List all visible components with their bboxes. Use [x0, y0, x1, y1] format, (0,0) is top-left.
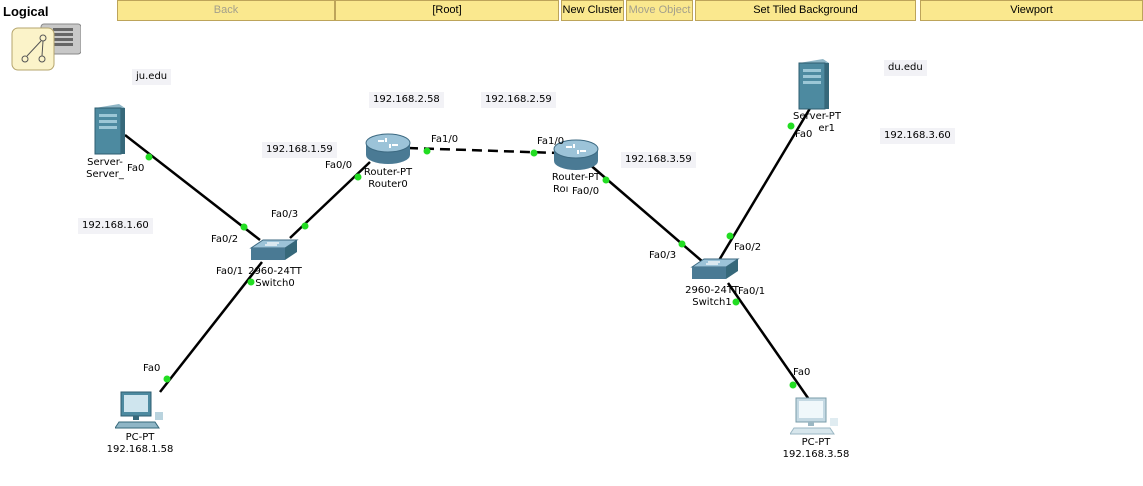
pc0-name: 192.168.1.58 [106, 444, 174, 455]
link-light-switch1-fa03 [678, 240, 686, 248]
router1-name: Roı [553, 184, 569, 195]
set-tiled-background-button[interactable]: Set Tiled Background [695, 0, 916, 21]
port-label-pc1-fa0: Fa0 [793, 367, 811, 378]
back-button[interactable]: Back [117, 0, 335, 21]
switch1-name: Switch1 [692, 297, 732, 308]
server1-label: Server-PT er1 [787, 111, 847, 135]
port-label-server1-fa0: Fa0 [795, 129, 813, 140]
link-light-pc1-fa0 [789, 381, 797, 389]
server0-name: Server_ [86, 169, 124, 180]
router0-name: Router0 [368, 179, 408, 190]
port-label-switch1-fa01: Fa0/1 [738, 286, 766, 297]
port-label-router0-fa10: Fa1/0 [431, 134, 459, 145]
logical-workspace-tab[interactable]: Logical [0, 0, 60, 22]
domain-label-left: ju.edu [132, 69, 172, 85]
server0-icon[interactable] [93, 102, 127, 156]
logical-navigation-icon[interactable] [11, 22, 81, 72]
router1-type: Router-PT [551, 172, 601, 183]
port-label-switch1-fa02: Fa0/2 [734, 242, 762, 253]
link-light-pc0-fa0 [163, 375, 171, 383]
ip-label-server1: 192.168.3.60 [880, 128, 955, 144]
link-light-router1-fa10 [530, 149, 538, 157]
pc0-label: PC-PT 192.168.1.58 [100, 432, 180, 456]
router1-icon[interactable] [552, 139, 600, 173]
ip-label-router0-fa00: 192.168.1.59 [262, 142, 337, 158]
pc0-type: PC-PT [125, 432, 155, 443]
port-label-switch1-fa03: Fa0/3 [649, 250, 677, 261]
router1-label: Router-PT Roı [543, 172, 609, 196]
server0-label: Server- Server_ [80, 157, 130, 181]
move-object-button[interactable]: Move Object [626, 0, 693, 21]
pc0-icon[interactable] [115, 390, 167, 430]
pc1-name: 192.168.3.58 [782, 449, 850, 460]
server1-name: er1 [818, 123, 835, 134]
port-label-server0-fa0: Fa0 [127, 163, 145, 174]
new-cluster-button[interactable]: New Cluster [561, 0, 624, 21]
workspace-toolbar: Logical Back [Root] New Cluster Move Obj… [0, 0, 1143, 22]
ip-label-router1-fa10: 192.168.2.59 [481, 92, 556, 108]
link-light-server1-fa0 [787, 122, 795, 130]
cable-switch1-server1[interactable] [716, 104, 814, 263]
ip-label-router0-fa10: 192.168.2.58 [369, 92, 444, 108]
ip-label-router1-fa00: 192.168.3.59 [621, 152, 696, 168]
link-light-switch0-fa01 [247, 278, 255, 286]
router0-type: Router-PT [363, 167, 413, 178]
link-light-router0-fa00 [354, 173, 362, 181]
switch0-icon[interactable] [249, 238, 299, 264]
router0-icon[interactable] [364, 133, 412, 167]
pc1-icon[interactable] [790, 396, 842, 436]
link-light-server0-fa0 [145, 153, 153, 161]
cable-switch1-pc1[interactable] [726, 282, 810, 399]
link-light-switch1-fa02 [726, 232, 734, 240]
switch1-label: 2960-24TT Switch1 [682, 285, 742, 309]
domain-label-right: du.edu [884, 60, 927, 76]
switch0-name: Switch0 [255, 278, 295, 289]
port-label-router1-fa00: Fa0/0 [572, 186, 600, 197]
switch0-label: 2960-24TT Switch0 [245, 266, 305, 290]
server0-type: Server- [87, 157, 123, 168]
server1-type: Server-PT [793, 111, 841, 122]
cable-switch0-pc0[interactable] [159, 261, 263, 393]
pc1-type: PC-PT [801, 437, 831, 448]
switch1-type: 2960-24TT [685, 285, 739, 296]
link-light-router1-fa00 [602, 176, 610, 184]
switch1-icon[interactable] [690, 257, 740, 283]
root-button[interactable]: [Root] [335, 0, 559, 21]
link-light-switch0-fa02 [240, 223, 248, 231]
port-label-switch0-fa02: Fa0/2 [211, 234, 239, 245]
cable-router0-router1[interactable] [407, 146, 559, 155]
server1-icon[interactable] [797, 57, 831, 111]
link-light-router0-fa10 [423, 147, 431, 155]
port-label-router1-fa10: Fa1/0 [537, 136, 565, 147]
pc1-label: PC-PT 192.168.3.58 [776, 437, 856, 461]
router0-label: Router-PT Router0 [355, 167, 421, 191]
switch0-type: 2960-24TT [248, 266, 302, 277]
ip-label-server0: 192.168.1.60 [78, 218, 153, 234]
port-label-router0-fa00: Fa0/0 [325, 160, 353, 171]
port-label-pc0-fa0: Fa0 [143, 363, 161, 374]
cable-server0-switch0[interactable] [124, 134, 261, 241]
port-label-switch0-fa03: Fa0/3 [271, 209, 299, 220]
link-light-switch0-fa03 [301, 222, 309, 230]
link-light-switch1-fa01 [732, 298, 740, 306]
port-label-switch0-fa01: Fa0/1 [216, 266, 244, 277]
